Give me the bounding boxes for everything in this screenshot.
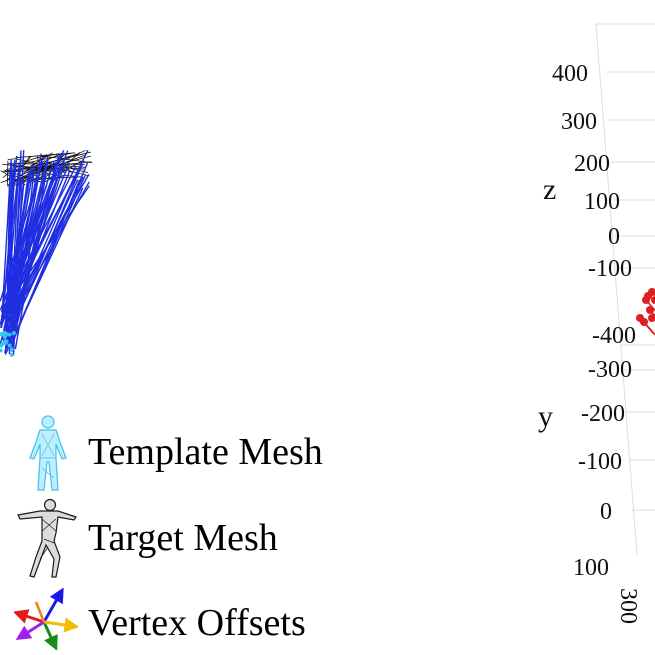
vertex-offset-line [13, 161, 89, 338]
z-tick: -100 [588, 256, 632, 282]
target-mesh-edge [7, 158, 17, 160]
red-vertex-point [648, 288, 655, 296]
template-mesh-point [9, 352, 14, 357]
red-offset-line [643, 321, 655, 336]
vertex-offset-line [8, 180, 53, 344]
template-mesh-point [0, 343, 4, 348]
x-tick: 300 [615, 588, 641, 624]
template-mesh-point [11, 330, 16, 335]
axes-grid [595, 23, 655, 556]
target-mesh-icon [17, 498, 77, 578]
red-vertex-point [646, 306, 654, 314]
z-tick: 0 [608, 224, 620, 250]
template-mesh-point [0, 332, 3, 337]
vertex-offset-line [5, 166, 82, 345]
red-vertex-point [636, 314, 644, 322]
z-tick: 400 [552, 61, 588, 87]
template-mesh-point [7, 332, 12, 337]
y-tick: -300 [588, 357, 632, 383]
vertex-offset-lines [0, 149, 90, 356]
y-tick: -100 [578, 449, 622, 475]
target-mesh-edge [47, 165, 84, 170]
target-mesh-edge [38, 153, 60, 158]
vertex-offset-line [1, 150, 69, 319]
vertex-offset-line [10, 172, 14, 339]
red-vertex-points [636, 288, 655, 336]
red-vertex-point [651, 296, 655, 304]
red-vertex-point [644, 292, 652, 300]
vertex-offset-line [8, 178, 40, 346]
target-mesh-edge [62, 165, 87, 168]
red-vertex-point [642, 296, 650, 304]
vertex-offset-line [0, 168, 32, 328]
z-axis-title: z [543, 173, 557, 206]
template-mesh-point [3, 341, 8, 346]
legend-label-template-mesh: Template Mesh [88, 431, 323, 473]
y-tick: -400 [592, 323, 636, 349]
target-mesh-edge [36, 155, 39, 162]
z-tick: 300 [561, 109, 597, 135]
red-offset-line [639, 317, 655, 335]
template-mesh-point [2, 330, 7, 335]
legend-label-target-mesh: Target Mesh [88, 517, 278, 559]
y-tick: 0 [600, 499, 612, 525]
vertex-offsets-icon [14, 588, 78, 650]
y-axis-title: y [538, 400, 553, 433]
red-offset-line [645, 299, 655, 312]
template-mesh-point [7, 343, 12, 348]
legend-label-vertex-offsets: Vertex Offsets [88, 602, 306, 644]
template-mesh-points [0, 330, 16, 357]
vertex-offset-line [11, 189, 79, 313]
z-tick: 200 [574, 151, 610, 177]
red-offset-line [649, 309, 655, 317]
target-mesh-edge [15, 152, 76, 159]
template-mesh-icon [29, 415, 67, 491]
correspondence-plot [0, 149, 93, 357]
y-tick: -200 [581, 401, 625, 427]
z-tick: 100 [584, 189, 620, 215]
target-mesh-edge [6, 160, 9, 186]
vertex-offset-line [12, 161, 57, 343]
vertex-offset-line [3, 187, 31, 341]
red-vertex-point [640, 318, 648, 326]
template-mesh-point [9, 347, 14, 352]
red-vertex-point [648, 314, 655, 322]
y-tick: 100 [573, 555, 609, 581]
template-mesh-point [0, 348, 3, 353]
